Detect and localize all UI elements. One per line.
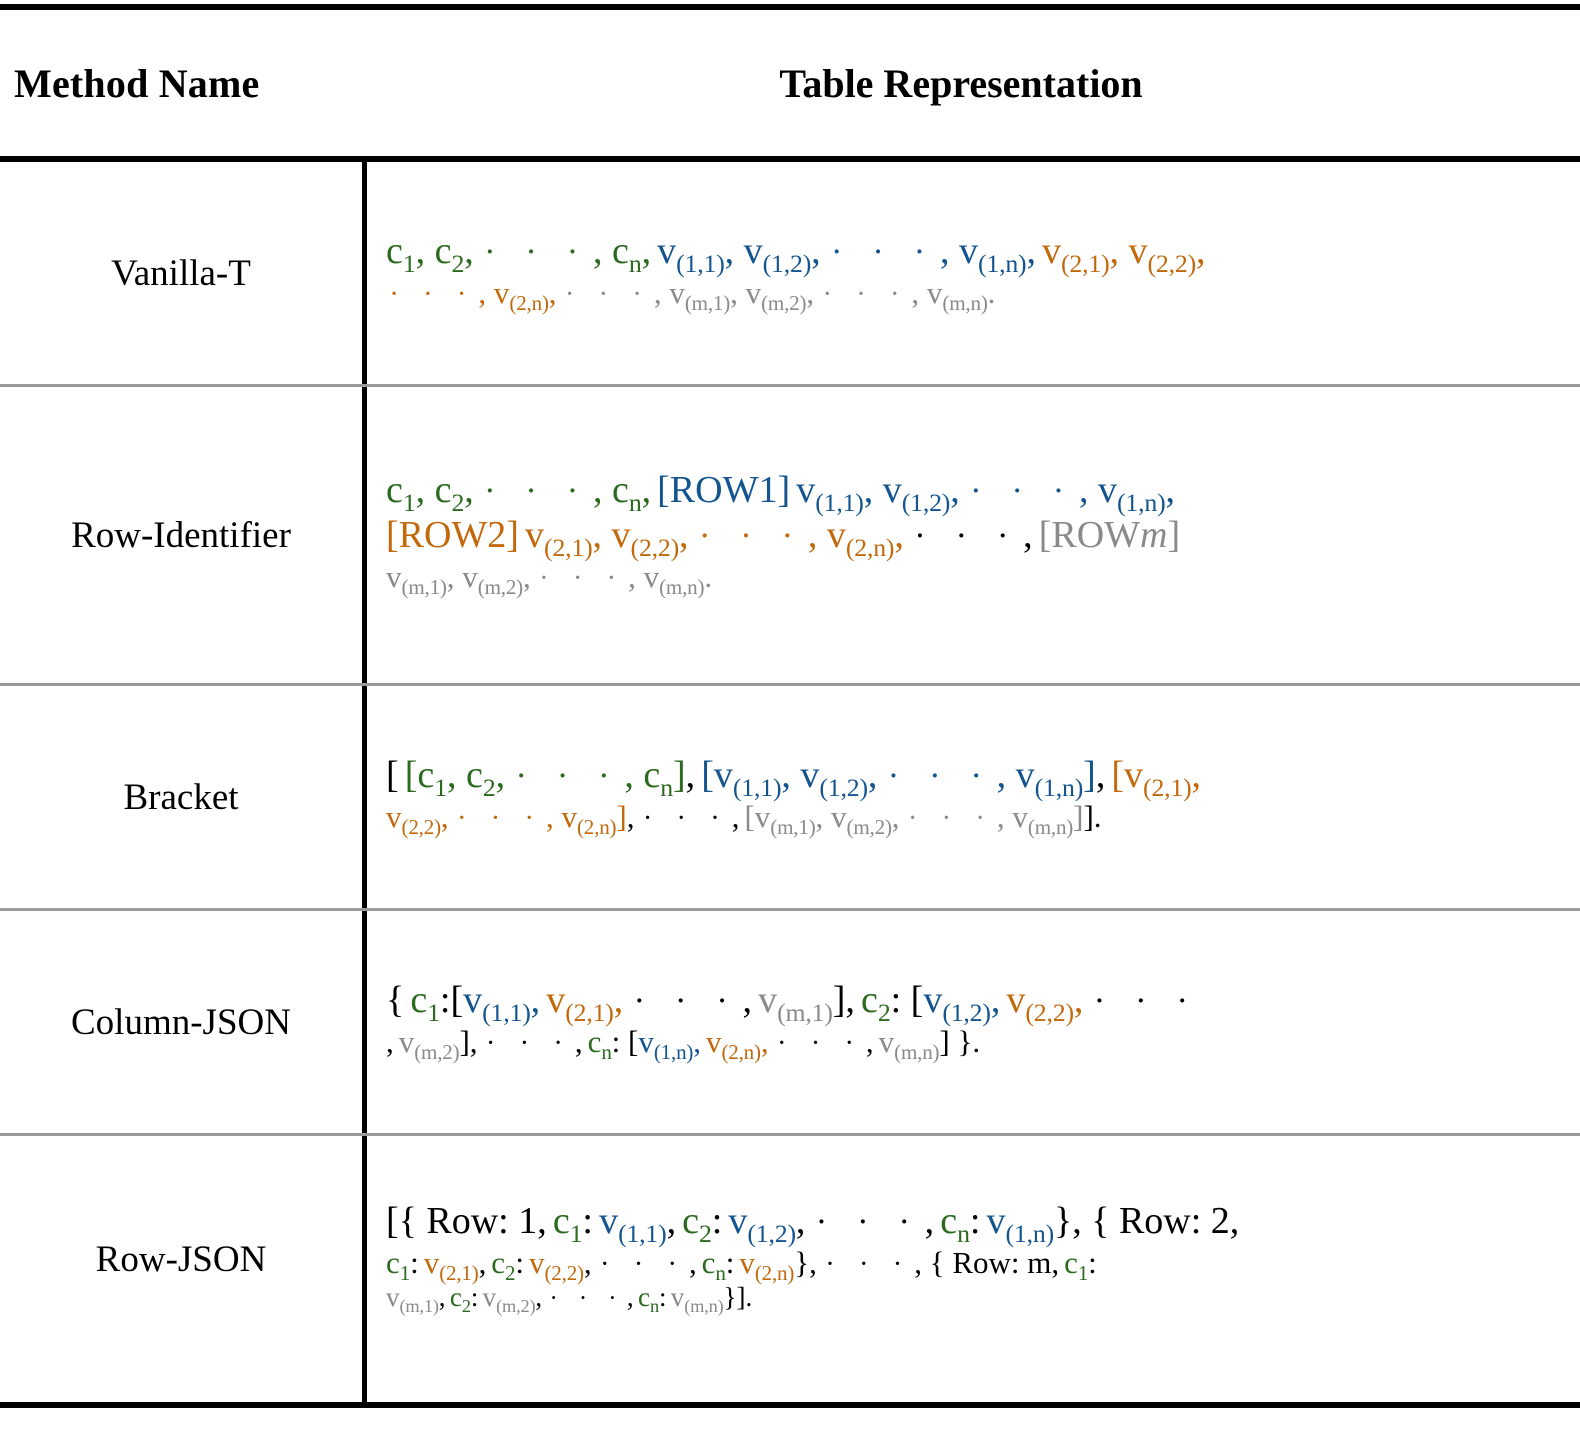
representation-line: v(2,2),· · ·, v(2,n)],· · ·,[v(m,1), v(m… (386, 798, 1102, 839)
table-row: Row-Identifier c1, c2,· · ·, cn,[ROW1]v(… (0, 387, 1580, 683)
representation-cell: [[c1, c2,· · ·, cn],[v(1,1), v(1,2),· · … (362, 686, 1580, 908)
representation-line: {c1:[v(1,1),v(2,1),· · ·,v(m,1)],c2: [v(… (386, 978, 1199, 1027)
table-body: Vanilla-T c1, c2,· · ·, cn,v(1,1), v(1,2… (0, 162, 1580, 1402)
table-bottom-rule (0, 1402, 1580, 1408)
table-top-rule (0, 4, 1580, 10)
representation-line: [[c1, c2,· · ·, cn],[v(1,1), v(1,2),· · … (386, 753, 1202, 802)
representation-cell: c1, c2,· · ·, cn,[ROW1]v(1,1), v(1,2),· … (362, 387, 1580, 683)
table-header-rule (0, 156, 1580, 162)
representation-line: ,v(m,2)],· · ·,cn: [v(1,n),v(2,n),· · ·,… (386, 1023, 981, 1064)
table-header: Method Name Table Representation (0, 10, 1580, 156)
representation-line: c1:v(2,1),c2:v(2,2),· · ·,cn:v(2,n)},· ·… (386, 1244, 1097, 1285)
row-separator (0, 683, 1580, 686)
table-row: Vanilla-T c1, c2,· · ·, cn,v(1,1), v(1,2… (0, 162, 1580, 384)
representation-cell: {c1:[v(1,1),v(2,1),· · ·,v(m,1)],c2: [v(… (362, 911, 1580, 1133)
table-row: Column-JSON {c1:[v(1,1),v(2,1),· · ·,v(m… (0, 911, 1580, 1133)
method-name-cell: Row-Identifier (71, 514, 291, 556)
representation-line: v(m,1), v(m,2),· · ·, v(m,n). (386, 559, 713, 600)
method-name-cell: Bracket (123, 776, 239, 818)
row-separator (0, 1133, 1580, 1136)
representation-line: v(m,1),c2:v(m,2),· · ·,cn:v(m,n)}]. (386, 1282, 753, 1317)
representation-line: · · ·, v(2,n),· · ·, v(m,1), v(m,2),· · … (389, 274, 996, 315)
representation-line: [ROW2]v(2,1), v(2,2),· · ·, v(2,n),· · ·… (386, 514, 1181, 562)
representation-cell: c1, c2,· · ·, cn,v(1,1), v(1,2),· · ·, v… (362, 162, 1580, 384)
row-separator (0, 908, 1580, 911)
table-row: Bracket [[c1, c2,· · ·, cn],[v(1,1), v(1… (0, 686, 1580, 908)
representation-line: [{ Row: 1,c1:v(1,1),c2:v(1,2),· · ·,cn:v… (386, 1199, 1240, 1248)
header-table-representation: Table Representation (779, 60, 1143, 106)
method-name-cell: Column-JSON (71, 1001, 291, 1043)
header-method-name: Method Name (14, 60, 260, 106)
method-name-cell: Row-JSON (95, 1238, 267, 1280)
table-column-divider (362, 156, 367, 1408)
representation-line: c1, c2,· · ·, cn,v(1,1), v(1,2),· · ·, v… (386, 229, 1206, 278)
method-name-cell: Vanilla-T (111, 252, 251, 294)
representation-line: c1, c2,· · ·, cn,[ROW1]v(1,1), v(1,2),· … (386, 469, 1175, 517)
representation-cell: [{ Row: 1,c1:v(1,1),c2:v(1,2),· · ·,cn:v… (362, 1136, 1580, 1382)
table-row: Row-JSON [{ Row: 1,c1:v(1,1),c2:v(1,2),·… (0, 1136, 1580, 1382)
row-separator (0, 384, 1580, 387)
